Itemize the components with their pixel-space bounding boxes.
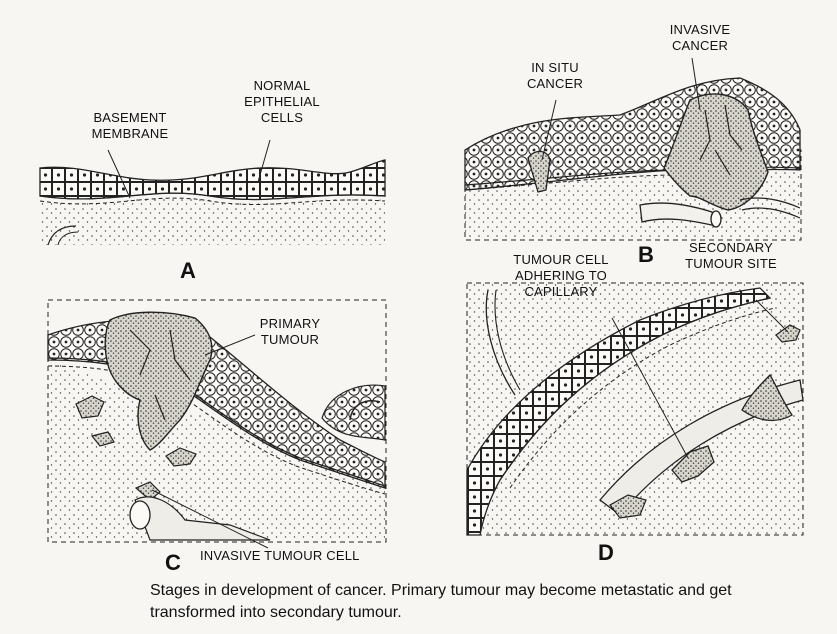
panel-c-letter: C — [165, 550, 181, 576]
panel-d-letter: D — [598, 540, 614, 566]
panel-c-tissue — [48, 300, 386, 548]
figure-caption: Stages in development of cancer. Primary… — [150, 580, 810, 624]
panel-b-letter: B — [638, 242, 654, 268]
label-invasive-tumour-cell: INVASIVE TUMOUR CELL — [200, 548, 420, 564]
panel-a-letter: A — [180, 258, 196, 284]
panel-d-tissue — [467, 283, 803, 535]
panel-a-tissue — [40, 140, 385, 245]
